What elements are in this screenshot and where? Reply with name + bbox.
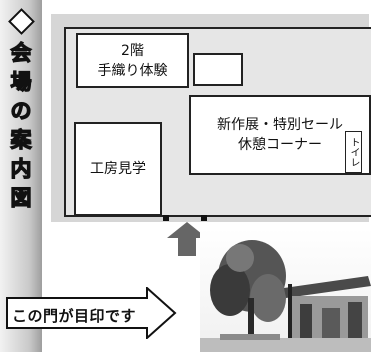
sidebar-title-band: 会 場 の 案 内 図 — [0, 0, 42, 352]
room-toilet: トイレ — [345, 131, 362, 173]
room-small — [193, 53, 243, 86]
gate-photo — [200, 228, 371, 352]
room-weaving: 2階 手織り体験 — [76, 33, 189, 88]
room-studio-label: 工房見学 — [90, 161, 146, 177]
title-char: 場 — [10, 69, 32, 94]
title-char: 図 — [10, 185, 32, 210]
title-char: 内 — [10, 156, 32, 181]
title-char: 案 — [10, 127, 32, 152]
room-exhibit: 新作展・特別セール 休憩コーナー — [189, 95, 371, 175]
gate-post-left — [163, 215, 169, 221]
room-rest-label: 休憩コーナー — [238, 137, 322, 153]
title-char: 会 — [10, 40, 32, 65]
room-studio: 工房見学 — [74, 122, 162, 216]
title-char: の — [10, 98, 32, 123]
room-weaving-label: 手織り体験 — [97, 62, 168, 79]
diamond-icon — [7, 8, 35, 35]
map-title: 会 場 の 案 内 図 — [4, 6, 38, 213]
gate-label-arrow-icon — [6, 287, 177, 339]
room-weaving-floor: 2階 — [121, 42, 144, 59]
gate-post-right — [201, 215, 207, 221]
entrance-arrow-icon — [167, 222, 207, 256]
gate-label: この門が目印です — [12, 307, 137, 325]
room-exhibit-label: 新作展・特別セール — [217, 117, 343, 133]
